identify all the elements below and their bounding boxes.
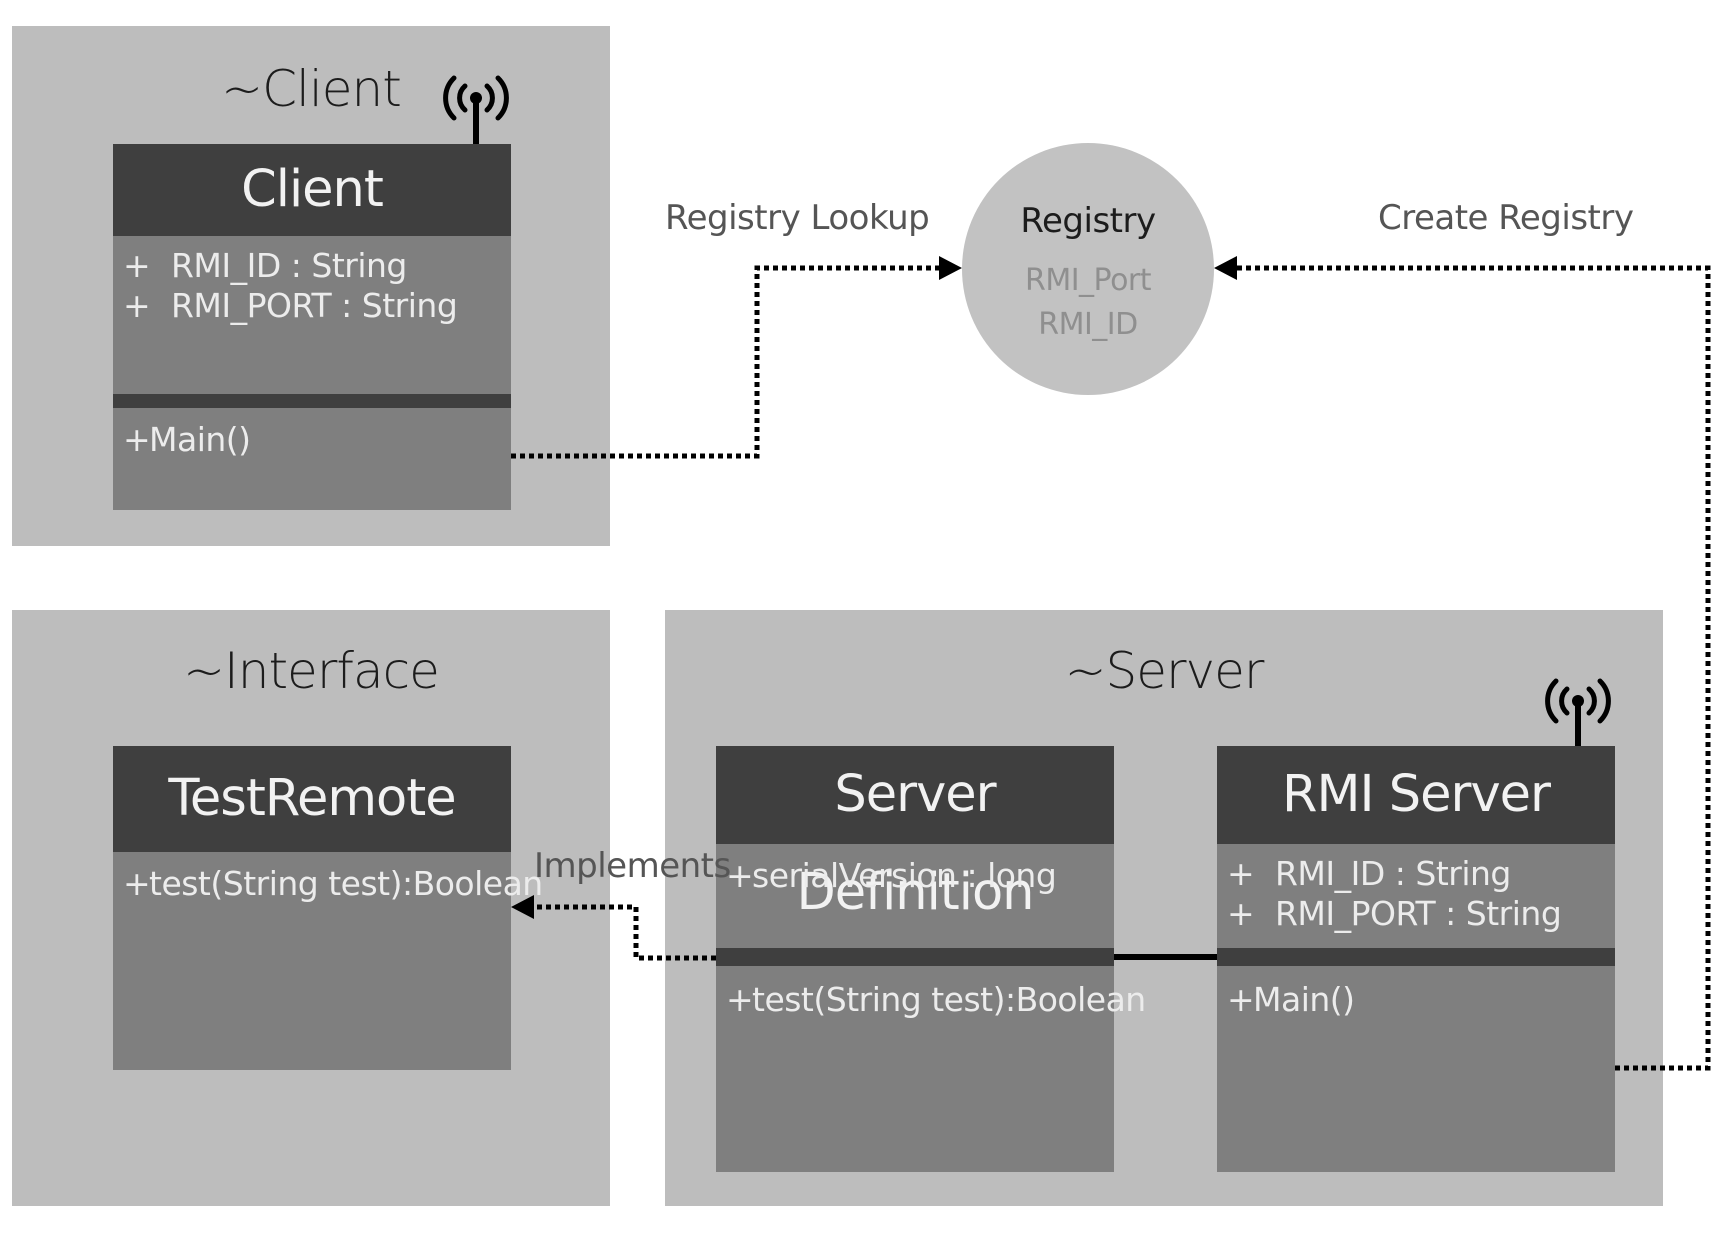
interface-package-title: ~Interface <box>183 642 440 700</box>
server-definition-class[interactable]: Server Definition +serialVersion : long … <box>716 746 1146 1172</box>
create-registry-connector <box>1236 265 1711 1071</box>
rmi-server-attribute: + RMI_PORT : String <box>1227 894 1615 934</box>
visibility-symbol: + <box>726 856 754 895</box>
registry-field: RMI_ID <box>1038 307 1138 342</box>
rmi-server-class-divider <box>1217 948 1615 966</box>
visibility-symbol: + <box>123 286 151 325</box>
server-definition-method: +test(String test):Boolean <box>726 980 1146 1020</box>
server-definition-attribute: +serialVersion : long <box>726 856 1114 896</box>
visibility-symbol: + <box>1227 894 1255 933</box>
test-remote-method: +test(String test):Boolean <box>123 864 543 904</box>
antenna-signal-icon <box>1545 678 1611 746</box>
rmi-server-method: +Main() <box>1227 980 1615 1020</box>
visibility-symbol: + <box>1227 854 1255 893</box>
method-text: Main() <box>149 420 251 459</box>
server-package-title: ~Server <box>1064 642 1265 700</box>
visibility-symbol: + <box>123 246 151 285</box>
registry-field: RMI_Port <box>1024 263 1152 298</box>
registry-lookup-arrowhead <box>939 256 962 280</box>
registry-lookup-connector <box>511 265 942 459</box>
antenna-signal-icon <box>443 75 509 144</box>
implements-label: Implements <box>534 846 731 886</box>
server-definition-class-name: Server Definition <box>716 746 1114 922</box>
attribute-text: RMI_ID : String <box>1275 854 1511 893</box>
visibility-symbol: + <box>123 420 151 459</box>
implements-connector <box>533 904 716 961</box>
test-remote-class[interactable]: TestRemote +test(String test):Boolean <box>113 746 543 1070</box>
attribute-text: RMI_ID : String <box>171 246 407 285</box>
attribute-text: RMI_PORT : String <box>171 286 458 325</box>
method-text: test(String test):Boolean <box>752 980 1146 1019</box>
rmi-server-class[interactable]: RMI Server + RMI_ID : String + RMI_PORT : … <box>1217 746 1615 1172</box>
rmi-server-attribute: + RMI_ID : String <box>1227 854 1615 894</box>
test-remote-class-name: TestRemote <box>113 746 511 852</box>
create-registry-arrowhead <box>1214 256 1237 280</box>
client-class[interactable]: Client + RMI_ID : String + RMI_PORT : Stri… <box>113 144 511 510</box>
server-definition-class-divider <box>716 948 1114 966</box>
registry-title: Registry <box>1020 201 1156 241</box>
attribute-text: serialVersion : long <box>752 856 1057 895</box>
visibility-symbol: + <box>726 980 754 1019</box>
client-method: +Main() <box>123 420 511 460</box>
registry-lookup-label: Registry Lookup <box>665 198 930 238</box>
client-attribute: + RMI_ID : String <box>123 246 511 286</box>
client-class-divider <box>113 394 511 408</box>
visibility-symbol: + <box>1227 980 1255 1019</box>
create-registry-label: Create Registry <box>1378 198 1634 238</box>
client-package-title: ~Client <box>221 60 402 118</box>
client-class-name: Client <box>113 144 511 236</box>
rmi-server-class-name: RMI Server <box>1217 746 1615 844</box>
method-text: test(String test):Boolean <box>149 864 543 903</box>
visibility-symbol: + <box>123 864 151 903</box>
client-attribute: + RMI_PORT : String <box>123 286 511 326</box>
attribute-text: RMI_PORT : String <box>1275 894 1562 933</box>
method-text: Main() <box>1253 980 1355 1019</box>
registry-node[interactable]: Registry RMI_Port RMI_ID <box>962 143 1214 395</box>
implements-arrowhead <box>511 895 534 919</box>
